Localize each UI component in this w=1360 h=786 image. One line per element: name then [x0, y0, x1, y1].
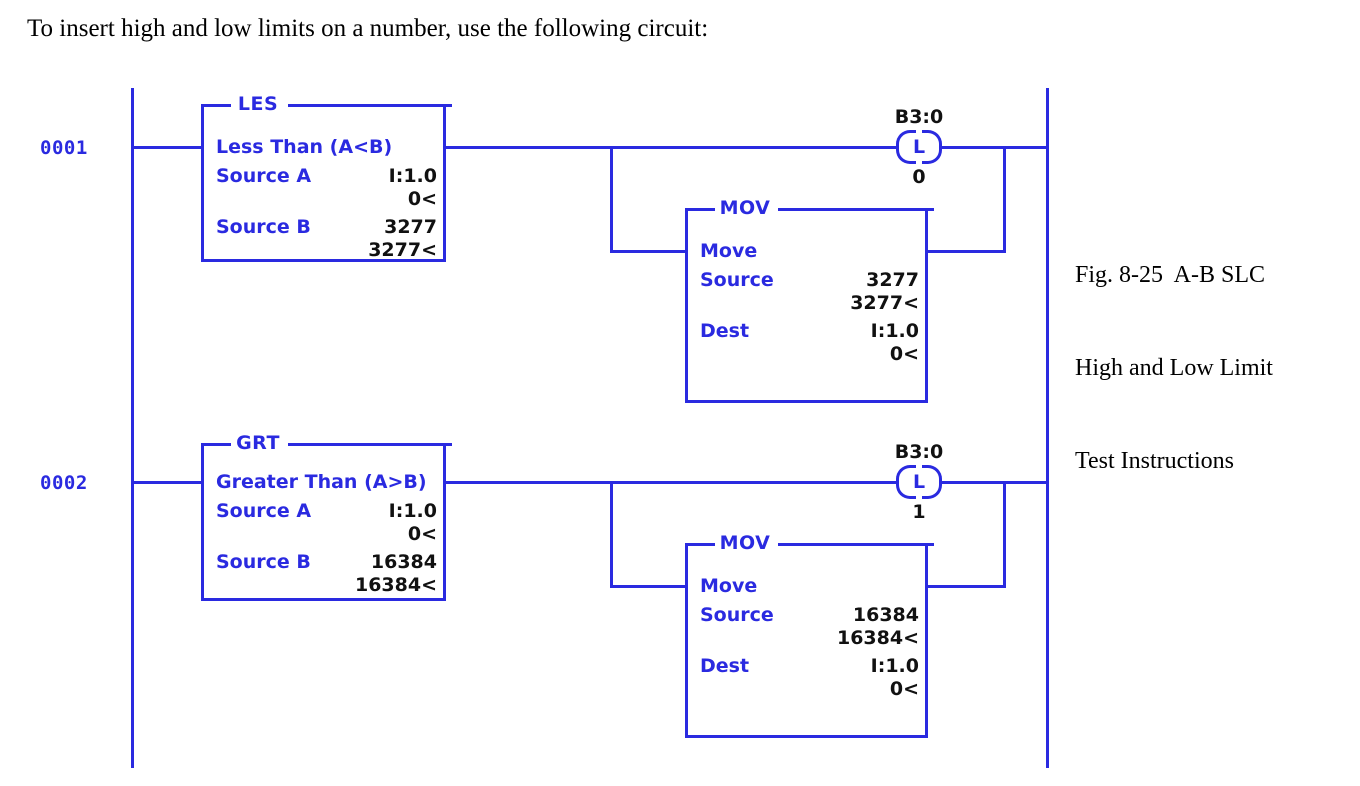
les-mnemonic-label: LES: [231, 95, 285, 114]
grt-mnemonic-label: GRT: [231, 434, 285, 453]
coil-state-rung-0002: 1: [912, 501, 926, 523]
grt-description: Greater Than (A>B): [216, 471, 427, 493]
les-operand-1-live-value: 3277<: [368, 239, 437, 261]
les-description: Less Than (A<B): [216, 136, 393, 158]
les-box-top-right-edge: [288, 104, 452, 107]
intro-text: To insert high and low limits on a numbe…: [27, 15, 709, 42]
rung-0002-output-wire: [446, 481, 896, 484]
rung-0002-branch-right-leg: [1003, 481, 1006, 588]
left-power-rail: [131, 88, 134, 768]
mov-0002-box-top-left-edge: [685, 543, 715, 546]
rung-0001-branch-bottom-wire-left: [610, 250, 688, 253]
les-operand-0-value: I:1.0: [388, 165, 437, 187]
rung-0002-branch-left-leg: [610, 481, 613, 588]
instruction-block-mov-rung-0002[interactable]: [685, 543, 934, 738]
rung-number-0001: 0001: [40, 137, 88, 159]
coil-latch-rung-0001[interactable]: L: [896, 130, 942, 164]
grt-operand-0-live-value: 0<: [407, 523, 437, 545]
grt-box-top-left-edge: [201, 443, 231, 446]
figure-caption-line-3: Test Instructions: [1075, 448, 1234, 474]
mov-0001-operand-1-value: I:1.0: [870, 320, 919, 342]
instruction-block-les[interactable]: [201, 104, 452, 262]
coil-arc-right-icon: [922, 130, 942, 164]
grt-box-top-right-edge: [288, 443, 452, 446]
rung-0001-branch-right-leg: [1003, 146, 1006, 253]
mov-0002-operand-0-live-value: 16384<: [836, 627, 919, 649]
instruction-block-mov-rung-0001[interactable]: [685, 208, 934, 403]
mov-0002-mnemonic-label: MOV: [715, 534, 775, 553]
mov-0002-operand-0-value: 16384: [852, 604, 919, 626]
les-operand-0-label: Source A: [216, 165, 312, 187]
mov-0001-mnemonic-label: MOV: [715, 199, 775, 218]
rung-0001-output-wire: [446, 146, 896, 149]
figure-caption-line-1: Fig. 8-25 A-B SLC: [1075, 262, 1266, 288]
rung-0002-branch-bottom-wire-right: [925, 585, 1006, 588]
coil-address-rung-0002: B3:0: [894, 441, 944, 463]
coil-latch-rung-0002[interactable]: L: [896, 465, 942, 499]
coil-arc-left-icon: [896, 465, 916, 499]
mov-0002-operand-1-live-value: 0<: [889, 678, 919, 700]
les-box-top-left-edge: [201, 104, 231, 107]
figure-caption-line-2: High and Low Limit: [1075, 355, 1273, 381]
grt-operand-1-value: 16384: [370, 551, 437, 573]
rung-0002-input-wire: [131, 481, 204, 484]
les-operand-0-live-value: 0<: [407, 188, 437, 210]
coil-latch-letter: L: [912, 471, 926, 493]
coil-arc-right-icon: [922, 465, 942, 499]
grt-operand-0-label: Source A: [216, 500, 312, 522]
coil-address-rung-0001: B3:0: [894, 106, 944, 128]
mov-0001-box-top-right-edge: [778, 208, 934, 211]
mov-0002-operand-1-label: Dest: [700, 655, 750, 677]
rung-0001-input-wire: [131, 146, 204, 149]
mov-0001-operand-1-label: Dest: [700, 320, 750, 342]
rung-0001-branch-bottom-wire-right: [925, 250, 1006, 253]
mov-0002-operand-0-label: Source: [700, 604, 774, 626]
rung-0001-coil-to-rail-wire: [942, 146, 1049, 149]
mov-0001-operand-0-label: Source: [700, 269, 774, 291]
rung-number-0002: 0002: [40, 472, 88, 494]
rung-0002-branch-bottom-wire-left: [610, 585, 688, 588]
grt-operand-1-live-value: 16384<: [354, 574, 437, 596]
mov-0001-description: Move: [700, 240, 758, 262]
mov-0001-operand-1-live-value: 0<: [889, 343, 919, 365]
les-operand-1-label: Source B: [216, 216, 311, 238]
figure-caption: Fig. 8-25 A-B SLC High and Low Limit Tes…: [1075, 198, 1273, 539]
rung-0001-branch-left-leg: [610, 146, 613, 253]
mov-0001-operand-0-live-value: 3277<: [850, 292, 919, 314]
mov-0001-operand-0-value: 3277: [866, 269, 919, 291]
mov-0002-operand-1-value: I:1.0: [870, 655, 919, 677]
mov-0001-box-top-left-edge: [685, 208, 715, 211]
coil-arc-left-icon: [896, 130, 916, 164]
coil-latch-letter: L: [912, 136, 926, 158]
mov-0002-box-top-right-edge: [778, 543, 934, 546]
grt-operand-0-value: I:1.0: [388, 500, 437, 522]
rung-0002-coil-to-rail-wire: [942, 481, 1049, 484]
right-power-rail: [1046, 88, 1049, 768]
instruction-block-grt[interactable]: [201, 443, 452, 601]
mov-0002-description: Move: [700, 575, 758, 597]
les-operand-1-value: 3277: [384, 216, 437, 238]
grt-operand-1-label: Source B: [216, 551, 311, 573]
coil-state-rung-0001: 0: [912, 166, 926, 188]
